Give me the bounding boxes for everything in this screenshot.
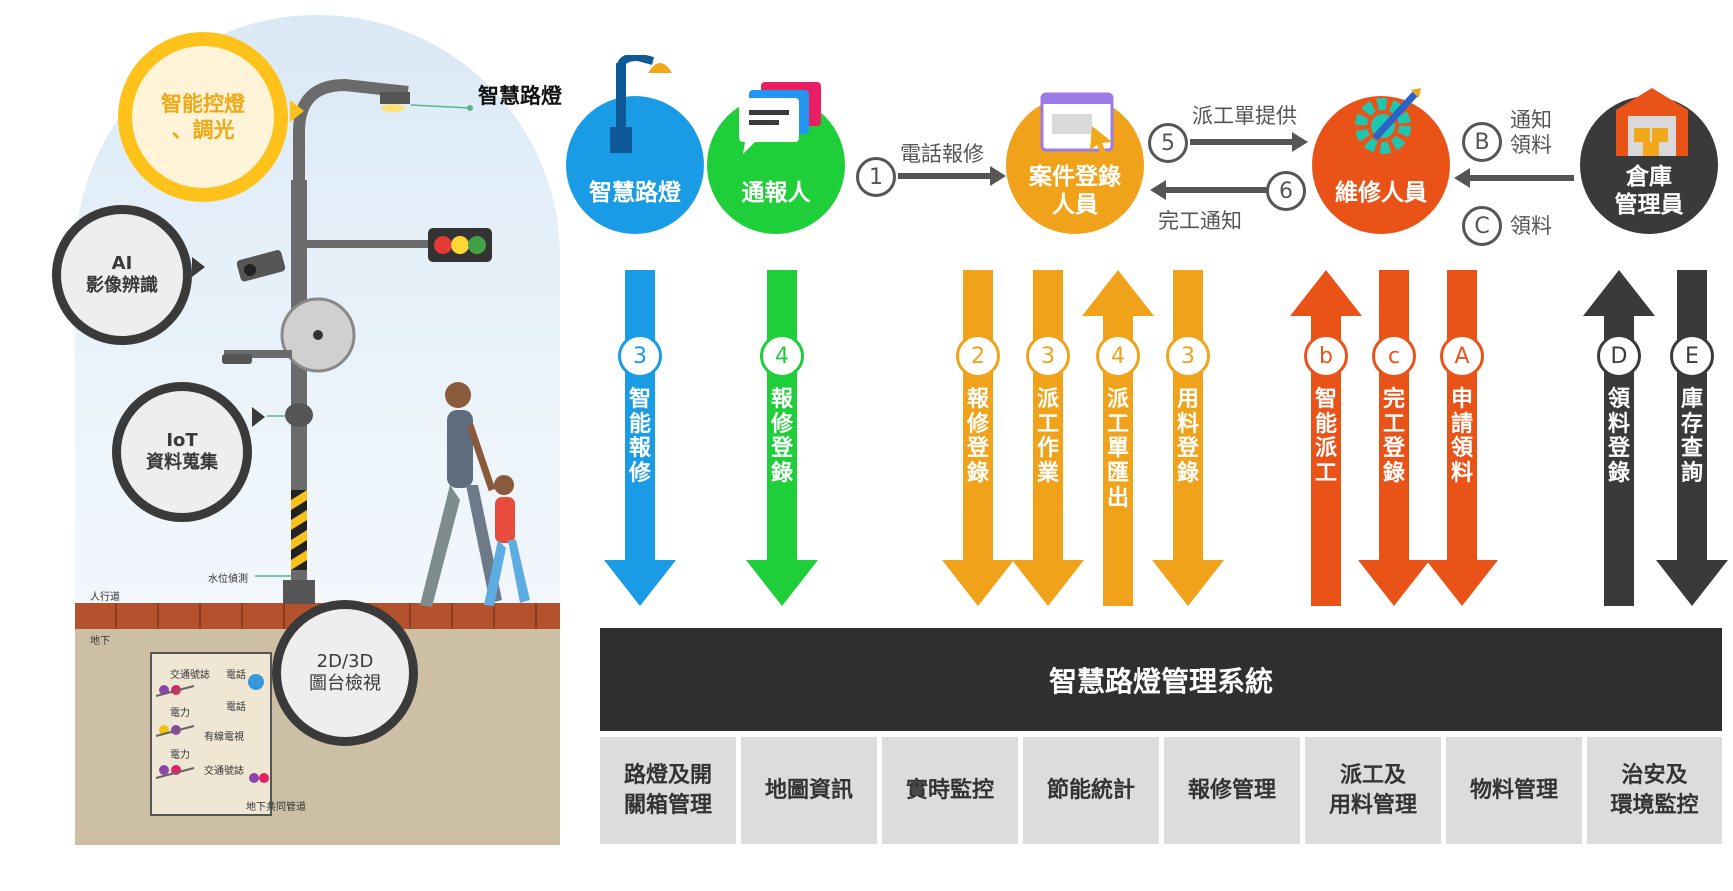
ai-recognition-bubble: AI 影像辨識: [52, 205, 192, 345]
arrow-step-marker: E: [1670, 334, 1714, 378]
module-realtime-monitor: 實時監控: [882, 737, 1018, 844]
arrow-step-marker: c: [1372, 334, 1416, 378]
duct-label: 電話: [226, 702, 246, 713]
bubble-tail: [252, 407, 265, 427]
duct-cables: [155, 674, 269, 783]
duct-label: 電力: [170, 750, 190, 761]
arrow-label: 完工登錄: [1382, 387, 1405, 486]
step-5-label: 派工單提供: [1192, 104, 1297, 128]
actor-label: 通報人: [741, 180, 811, 207]
arrow-label: 派工單匯出: [1106, 387, 1129, 511]
arrow-step-marker: b: [1304, 334, 1348, 378]
arrow-label: 智能派工: [1314, 387, 1337, 486]
management-system-bar: 智慧路燈管理系統: [600, 628, 1722, 731]
window-cursor-icon: [1040, 92, 1114, 154]
step-6-marker: 6: [1266, 171, 1306, 211]
map-view-bubble: 2D/3D 圖台檢視: [272, 600, 418, 746]
vertical-arrow-material-register: 3 用料登錄: [1152, 270, 1224, 606]
sidewalk-tag: 人行道: [90, 592, 120, 603]
streetlight-icon: [610, 55, 672, 153]
iot-collection-bubble: IoT 資料蒐集: [112, 382, 252, 522]
system-title: 智慧路燈管理系統: [1048, 664, 1273, 698]
arrow-label: 報修登錄: [966, 387, 989, 486]
step-5-marker: 5: [1148, 123, 1188, 163]
bubble-tail: [192, 257, 205, 277]
module-security-environment: 治安及 環境監控: [1587, 737, 1722, 844]
vertical-arrow-smart-dispatch: b 智能派工: [1290, 270, 1362, 606]
vertical-arrow-clerk-register: 2 報修登錄: [942, 270, 1014, 606]
duct-label: 交通號誌: [204, 766, 244, 777]
actor-streetlight: 智慧路燈: [566, 96, 704, 234]
module-map-info: 地圖資訊: [741, 737, 877, 844]
actor-label: 倉庫 管理員: [1614, 163, 1684, 219]
arrow-step-marker: 3: [1026, 334, 1070, 378]
arrow-step-marker: 2: [956, 334, 1000, 378]
vertical-arrow-dispatch-work: 3 派工作業: [1012, 270, 1084, 606]
vertical-arrow-report-register: 4 報修登錄: [746, 270, 818, 606]
water-level-tag: 水位偵測: [208, 574, 248, 585]
step-b-marker: B: [1462, 122, 1502, 162]
vertical-arrow-request-material: A 申請領料: [1426, 270, 1498, 606]
warehouse-icon: [1616, 88, 1688, 156]
arrow-step-marker: 4: [1096, 334, 1140, 378]
arrow-label: 領料登錄: [1607, 387, 1630, 486]
arrow-label: 用料登錄: [1176, 387, 1199, 486]
arrow-step-marker: 3: [618, 334, 662, 378]
step-b-label: 通知 領料: [1510, 108, 1552, 158]
message-icon: [739, 82, 821, 154]
step-c-marker: C: [1462, 206, 1502, 246]
step-c-label: 領料: [1510, 214, 1552, 238]
arrow-step-marker: 4: [760, 334, 804, 378]
arrow-step-marker: 3: [1166, 334, 1210, 378]
arrow-step-marker: A: [1440, 334, 1484, 378]
actor-label: 案件登錄 人員: [1029, 163, 1121, 219]
streetlight-pole-illustration: [222, 78, 530, 607]
vertical-arrow-inventory-query: E 庫存查詢: [1656, 270, 1728, 606]
arrow-label: 申請領料: [1450, 387, 1473, 486]
step-1-label: 電話報修: [900, 142, 984, 166]
step-6-label: 完工通知: [1158, 209, 1242, 233]
actor-technician: 維修人員: [1312, 96, 1450, 234]
module-streetlight-switchbox: 路燈及開 關箱管理: [600, 737, 736, 844]
vertical-arrow-dispatch-export: 4 派工單匯出: [1082, 270, 1154, 606]
gear-wrench-icon: [1355, 88, 1421, 154]
module-material-management: 物料管理: [1446, 737, 1582, 844]
streetlight-label: 智慧路燈: [478, 84, 562, 108]
step-1-marker: 1: [856, 157, 896, 197]
duct-label: 電力: [170, 708, 190, 719]
underground-tag: 地下: [90, 636, 110, 647]
vertical-arrow-pickup-register: D 領料登錄: [1583, 270, 1655, 606]
duct-label: 電話: [226, 670, 246, 681]
actor-label: 智慧路燈: [589, 180, 681, 207]
actor-label: 維修人員: [1335, 180, 1427, 207]
module-energy-stats: 節能統計: [1023, 737, 1159, 844]
duct-label: 交通號誌: [170, 670, 210, 681]
underground-duct: 交通號誌 電話 電力 電話 有線電視 電力 交通號誌: [150, 652, 272, 816]
actor-reporter: 通報人: [707, 96, 845, 234]
arrow-step-marker: D: [1597, 334, 1641, 378]
duct-label: 有線電視: [204, 732, 244, 743]
duct-name-tag: 地下共同管道: [246, 802, 306, 813]
arrow-label: 報修登錄: [770, 387, 793, 486]
vertical-arrow-completion-register: c 完工登錄: [1358, 270, 1430, 606]
vertical-arrow-smart-report: 3 智能報修: [604, 270, 676, 606]
arrow-label: 智能報修: [628, 387, 651, 486]
arrow-label: 庫存查詢: [1680, 387, 1703, 486]
bubble-tail: [290, 100, 304, 122]
arrow-label: 派工作業: [1036, 387, 1059, 486]
module-repair-management: 報修管理: [1164, 737, 1300, 844]
module-dispatch-material: 派工及 用料管理: [1305, 737, 1441, 844]
smart-dimming-bubble: 智能控燈 、調光: [118, 32, 288, 202]
